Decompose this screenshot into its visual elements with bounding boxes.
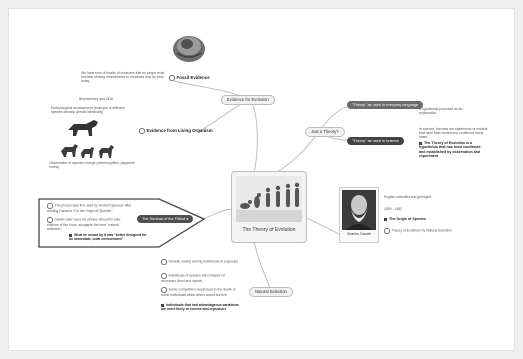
fossil-title[interactable]: Fossil Evidence	[169, 75, 210, 81]
survival-item-1: The phrase was first used by Herbert Spe…	[47, 203, 143, 213]
darwin-card[interactable]: Charles Darwin	[339, 187, 379, 243]
theory-conclusion: The Theory of Evolution is a hypothesis …	[419, 141, 485, 158]
central-node[interactable]: The Theory of Evolution	[231, 171, 307, 243]
survival-item-3: What he meant by it was "better designed…	[69, 233, 149, 241]
theory-popular-text: "Theory" as used in everyday language	[352, 103, 419, 107]
theory-science-pill[interactable]: "Theory" as used in science	[347, 137, 404, 145]
selection-item-4-icon	[161, 303, 164, 307]
living-note-embryo: Embryological development (embryos of di…	[51, 106, 125, 115]
fossil-image	[173, 36, 205, 62]
darwin-note-4-text: Theory of Evolution by Natural Selection	[391, 228, 453, 233]
theory-conclusion-text: The Theory of Evolution is a hypothesis …	[419, 141, 481, 158]
living-title[interactable]: Evidence from Living Organism	[139, 128, 213, 134]
selection-item-1-text: Genetic variety among individuals in a s…	[168, 259, 239, 264]
theory-hub[interactable]: Just a Theory?	[305, 127, 345, 137]
survival-item-2: Darwin later used the phrase himself in …	[47, 217, 131, 231]
selection-item-1: Genetic variety among individuals in a s…	[161, 259, 239, 265]
survival-item-2-text: Darwin later used the phrase himself in …	[47, 217, 121, 231]
darwin-book-icon	[384, 217, 387, 221]
darwin-note-3-text: The Origin of Species	[389, 217, 426, 221]
survival-info-icon: ●	[186, 217, 189, 221]
evidence-hub[interactable]: Evidence for Evolution	[221, 95, 275, 105]
darwin-note-1: English naturalist and geologist	[384, 195, 431, 199]
dogs-image	[61, 144, 114, 158]
selection-item-2-text: Individuals of species will compete for …	[161, 273, 226, 283]
selection-item-2: Individuals of species will compete for …	[161, 273, 239, 283]
theory-popular-note: A hypothesis proposed as an explanation	[419, 107, 463, 116]
darwin-note-4: Theory of Evolution by Natural Selection	[384, 228, 474, 234]
survival-item-3-text: What he meant by it was "better designed…	[69, 233, 147, 242]
mind-map-canvas: The Theory of Evolution Evidence for Evo…	[8, 8, 515, 351]
central-title: The Theory of Evolution	[242, 227, 296, 233]
survival-title-pill[interactable]: The Survival of the Fittest ●	[137, 215, 194, 223]
living-note-dna: Biochemistry and DNA	[79, 97, 114, 101]
fossil-icon	[169, 75, 175, 81]
theory-science-note: In science, theories are statements or m…	[419, 127, 488, 140]
selection-hub[interactable]: Natural Selection	[249, 287, 293, 297]
survival-item-3-icon	[69, 233, 72, 237]
evolution-illustration	[236, 176, 302, 222]
wolf-image	[68, 120, 98, 136]
fossil-title-text: Fossil Evidence	[176, 75, 210, 80]
darwin-portrait	[342, 190, 376, 230]
fossil-note: We have tons of fossils of creatures tha…	[81, 71, 165, 84]
conclusion-icon	[419, 141, 422, 145]
living-title-text: Evidence from Living Organism	[146, 128, 213, 133]
selection-item-4: Individuals that had advantageous variat…	[161, 303, 239, 311]
selection-item-3: Some competition would lead to the death…	[161, 287, 239, 297]
theory-science-text: "Theory" as used in science	[352, 139, 399, 143]
survival-title-text: The Survival of the Fittest	[142, 217, 186, 221]
living-icon	[139, 128, 145, 134]
darwin-note-2: 1809 - 1882	[384, 207, 403, 211]
theory-popular-pill[interactable]: "Theory" as used in everyday language	[347, 101, 424, 109]
darwin-caption: Charles Darwin	[346, 232, 372, 236]
selection-item-3-text: Some competition would lead to the death…	[161, 287, 236, 297]
living-note-observation: Observation of species change (extremoph…	[49, 161, 135, 170]
selection-item-1-icon	[161, 259, 167, 265]
selection-item-4-text: Individuals that had advantageous variat…	[161, 303, 239, 312]
darwin-note-4-icon	[384, 228, 390, 234]
survival-item-1-text: The phrase was first used by Herbert Spe…	[47, 203, 132, 213]
darwin-note-3: The Origin of Species	[384, 217, 426, 221]
